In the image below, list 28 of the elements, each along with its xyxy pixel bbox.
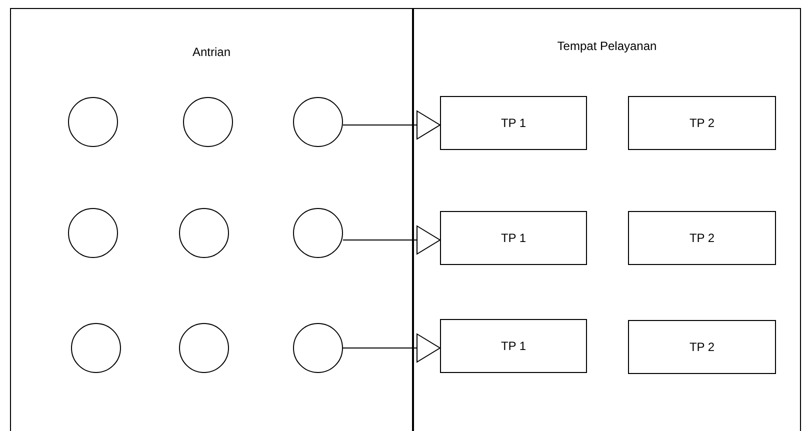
box-label: TP 2 [689,340,715,354]
panel-heading: Antrian [191,45,232,59]
box-label: TP 1 [500,339,526,353]
process-box [628,96,776,150]
circle-node [179,208,229,258]
panel [10,8,413,431]
circle-node [293,323,343,373]
process-box [440,96,587,150]
arrow [342,226,440,254]
circle-node [179,323,229,373]
circle-node [293,208,343,258]
box-label: TP 2 [689,231,715,245]
circle-node [183,97,233,147]
box-label: TP 2 [689,116,715,130]
process-box [440,319,587,373]
process-box [628,211,776,265]
process-box [440,211,587,265]
box-label: TP 1 [500,116,526,130]
process-box [628,320,776,374]
arrow [342,334,440,362]
panel [413,8,801,431]
box-label: TP 1 [500,231,526,245]
circle-node [293,97,343,147]
circle-node [68,97,118,147]
panel-heading: Tempat Pelayanan [556,39,658,53]
circle-node [71,323,121,373]
circle-node [68,208,118,258]
arrow [342,110,440,140]
